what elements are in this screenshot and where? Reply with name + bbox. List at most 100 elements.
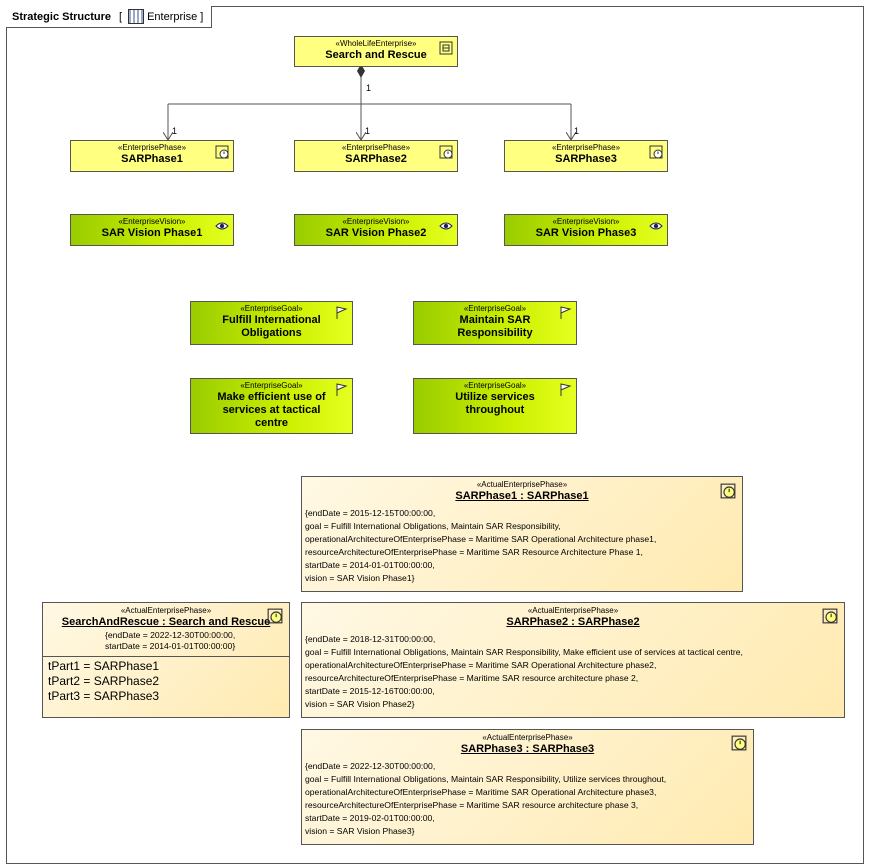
stereotype: «EnterprisePhase» [117,143,187,152]
block-name: SAR Vision Phase1 [101,227,203,239]
vision-block-2[interactable]: «EnterpriseVision» SAR Vision Phase2 [294,214,458,246]
goal-block-4[interactable]: «EnterpriseGoal» Utilize services throug… [413,378,577,434]
goal-name-line2: Obligations [241,327,302,339]
goal-name-line3: centre [254,417,289,429]
block-name: SARPhase3 [555,153,617,165]
multiplicity-phase3: 1 [574,126,580,136]
vision-block-3[interactable]: «EnterpriseVision» SAR Vision Phase3 [504,214,668,246]
instance-sarphase2[interactable]: «ActualEnterprisePhase» SARPhase2 : SARP… [301,602,845,718]
phase-clock-icon [215,145,229,159]
vision-block-1[interactable]: «EnterpriseVision» SAR Vision Phase1 [70,214,234,246]
block-name: SARPhase2 [345,153,407,165]
instance-search-and-rescue[interactable]: «ActualEnterprisePhase» SearchAndRescue … [42,602,290,718]
property-line: startDate = 2019-02-01T00:00:00, [305,813,435,823]
flag-icon [336,306,348,319]
stereotype: «ActualEnterprisePhase» [482,733,573,742]
goal-name-line1: Fulfill International [222,314,321,326]
property-line: vision = SAR Vision Phase3} [305,826,415,836]
phase-clock-icon [649,145,663,159]
stereotype: «EnterpriseVision» [552,217,620,226]
stereotype: «EnterpriseGoal» [240,381,303,390]
property-line: goal = Fulfill International Obligations… [305,647,743,657]
bracket-open: [ [119,10,123,23]
enterprise-icon [439,41,453,55]
property-line: vision = SAR Vision Phase2} [305,699,415,709]
stereotype: «ActualEnterprisePhase» [527,606,619,615]
instance-name: SARPhase3 : SARPhase3 [460,743,595,755]
instance-name: SARPhase2 : SARPhase2 [506,616,640,628]
slot-line: tPart1 = SARPhase1 [48,659,160,673]
diagram-frame-tab: Strategic Structure [ Enterprise ] [6,6,212,28]
stereotype: «EnterpriseGoal» [240,304,303,313]
slot-line: tPart3 = SARPhase3 [48,689,160,703]
goal-block-2[interactable]: «EnterpriseGoal» Maintain SAR Responsibi… [413,301,577,345]
instance-sarphase3[interactable]: «ActualEnterprisePhase» SARPhase3 : SARP… [301,729,754,845]
phase-block-1[interactable]: «EnterprisePhase» SARPhase1 [70,140,234,172]
flag-icon [560,306,572,319]
property-line: startDate = 2015-12-16T00:00:00, [305,686,435,696]
stereotype: «ActualEnterprisePhase» [476,480,568,489]
property-list: {endDate = 2022-12-30T00:00:00, goal = F… [302,760,753,838]
whole-life-enterprise-block[interactable]: «WholeLifeEnterprise» Search and Rescue [294,36,458,67]
property-list: {endDate = 2018-12-31T00:00:00, goal = F… [302,633,844,711]
property-line: operationalArchitectureOfEnterprisePhase… [305,787,657,797]
goal-name-line2: throughout [465,404,525,416]
multiplicity-root: 1 [366,83,372,93]
goal-name-line2: services at tactical [222,404,321,416]
slot-list: tPart1 = SARPhase1 tPart2 = SARPhase2 tP… [43,657,289,704]
property-line: operationalArchitectureOfEnterprisePhase… [305,534,657,544]
stereotype: «WholeLifeEnterprise» [335,39,417,48]
stereotype: «EnterpriseGoal» [463,304,527,313]
block-name: SAR Vision Phase3 [535,227,637,239]
goal-block-1[interactable]: «EnterpriseGoal» Fulfill International O… [190,301,353,345]
phase-clock-icon [720,483,736,499]
property-line: operationalArchitectureOfEnterprisePhase… [305,660,657,670]
stereotype: «EnterprisePhase» [341,143,411,152]
block-name: SARPhase1 [121,153,183,165]
property-list: {endDate = 2015-12-15T00:00:00, goal = F… [302,507,742,585]
enterprise-icon [128,9,145,24]
multiplicity-phase1: 1 [172,126,178,136]
phase-block-2[interactable]: «EnterprisePhase» SARPhase2 [294,140,458,172]
instance-sarphase1[interactable]: «ActualEnterprisePhase» SARPhase1 : SARP… [301,476,743,592]
property-line: goal = Fulfill International Obligations… [305,774,667,784]
goal-name-line1: Maintain SAR [459,314,531,326]
phase-clock-icon [822,608,838,624]
goal-block-3[interactable]: «EnterpriseGoal» Make efficient use of s… [190,378,353,434]
property-line: {endDate = 2015-12-15T00:00:00, [305,508,436,518]
stereotype: «EnterpriseVision» [118,217,186,226]
stereotype: «EnterpriseGoal» [463,381,527,390]
slot-line: tPart2 = SARPhase2 [48,674,160,688]
eye-icon [215,222,229,230]
stereotype: «EnterpriseVision» [342,217,410,226]
block-name: SAR Vision Phase2 [325,227,427,239]
property-line: goal = Fulfill International Obligations… [305,521,561,531]
phase-clock-icon [439,145,453,159]
flag-icon [560,383,572,396]
multiplicity-phase2: 1 [365,126,371,136]
diagram-context-label: Enterprise [147,10,198,23]
eye-icon [439,222,453,230]
compartment-divider [43,656,289,657]
phase-clock-icon [267,608,283,624]
flag-icon [336,383,348,396]
goal-name-line1: Make efficient use of [217,391,326,403]
property-line: resourceArchitectureOfEnterprisePhase = … [305,800,639,810]
property-list: {endDate = 2022-12-30T00:00:00, startDat… [43,630,289,652]
bracket-close: ] [200,10,204,23]
eye-icon [649,222,663,230]
instance-name: SearchAndRescue : Search and Rescue [61,616,271,628]
property-line: startDate = 2014-01-01T00:00:00} [105,641,236,651]
property-line: resourceArchitectureOfEnterprisePhase = … [305,547,643,557]
goal-name-line1: Utilize services [455,391,535,403]
stereotype: «ActualEnterprisePhase» [120,606,212,615]
diagram-title: Strategic Structure [12,10,112,23]
property-line: resourceArchitectureOfEnterprisePhase = … [305,673,639,683]
phase-block-3[interactable]: «EnterprisePhase» SARPhase3 [504,140,668,172]
property-line: {endDate = 2022-12-30T00:00:00, [105,630,236,640]
property-line: {endDate = 2022-12-30T00:00:00, [305,761,436,771]
instance-name: SARPhase1 : SARPhase1 [455,490,589,502]
property-line: startDate = 2014-01-01T00:00:00, [305,560,435,570]
property-line: {endDate = 2018-12-31T00:00:00, [305,634,436,644]
goal-name-line2: Responsibility [457,327,533,339]
